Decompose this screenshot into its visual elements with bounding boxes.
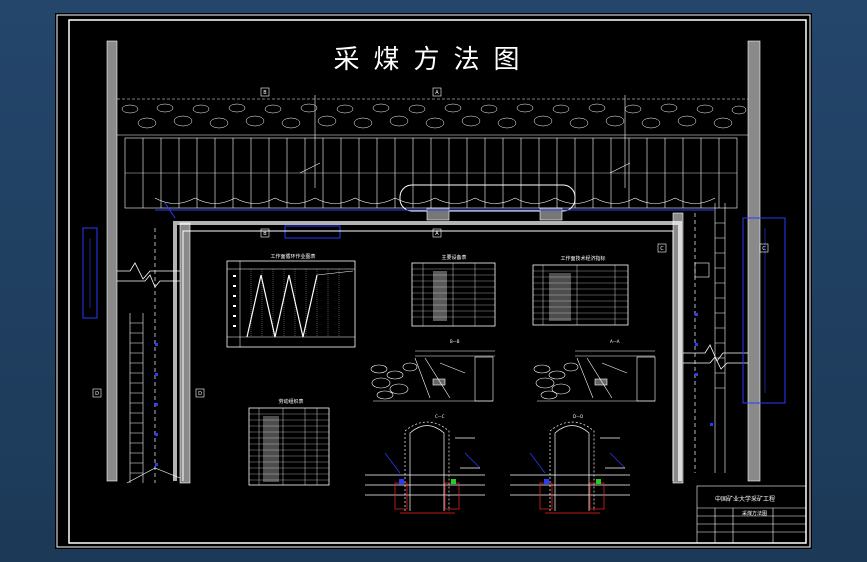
title-block [696, 485, 807, 544]
tech-econ-table: 工作面技术经济指标 [532, 255, 629, 326]
drawing-sheet[interactable]: 采煤方法图 [55, 13, 812, 549]
inner-border [68, 19, 807, 544]
conveyor-blue-lines [155, 202, 715, 239]
equipment-table: 主要设备表 [411, 254, 496, 327]
cycle-chart: 工作面循环作业图表 [226, 253, 356, 348]
marker-c-left: C [660, 246, 664, 252]
left-roadway [82, 40, 191, 484]
title-block-school: 中国矿业大学采矿工程 [715, 496, 776, 503]
section-view-b-label: B—B [450, 339, 460, 344]
section-view-c: C—C [365, 414, 485, 514]
marker-d-left: D [95, 391, 99, 397]
marker-d-right: D [198, 391, 202, 397]
labor-table: 劳动组织表 [248, 398, 330, 486]
section-markers [92, 87, 769, 398]
section-view-b: B—B [370, 339, 495, 402]
marker-b-bottom: B [263, 231, 267, 237]
drawing-title: 采煤方法图 [333, 45, 534, 75]
cycle-chart-title: 工作面循环作业图表 [270, 253, 315, 260]
section-view-d: D—D [510, 414, 630, 514]
face-roadway-inner [182, 230, 674, 481]
tech-econ-table-title: 工作面技术经济指标 [560, 255, 605, 262]
marker-c-right: C [762, 246, 766, 252]
section-view-a-label: A—A [610, 339, 620, 344]
marker-a-top: A [435, 90, 439, 96]
section-view-d-label: D—D [573, 414, 583, 419]
right-roadway [672, 40, 786, 484]
marker-a-bottom: A [435, 231, 439, 237]
section-view-a: A—A [533, 339, 656, 402]
support-band [124, 137, 738, 221]
outer-border [56, 14, 811, 548]
face-roadway-outline [173, 221, 682, 481]
drawing-canvas: B A B A C C D D 工作面循环作业图表 主要设备表 [56, 14, 811, 548]
labor-table-title: 劳动组织表 [278, 398, 303, 405]
equipment-table-title: 主要设备表 [441, 254, 466, 261]
title-block-drawing-name: 采煤方法图 [742, 511, 768, 517]
caved-rock-band [117, 98, 748, 136]
marker-b-top: B [263, 90, 267, 96]
section-view-c-label: C—C [435, 414, 445, 419]
